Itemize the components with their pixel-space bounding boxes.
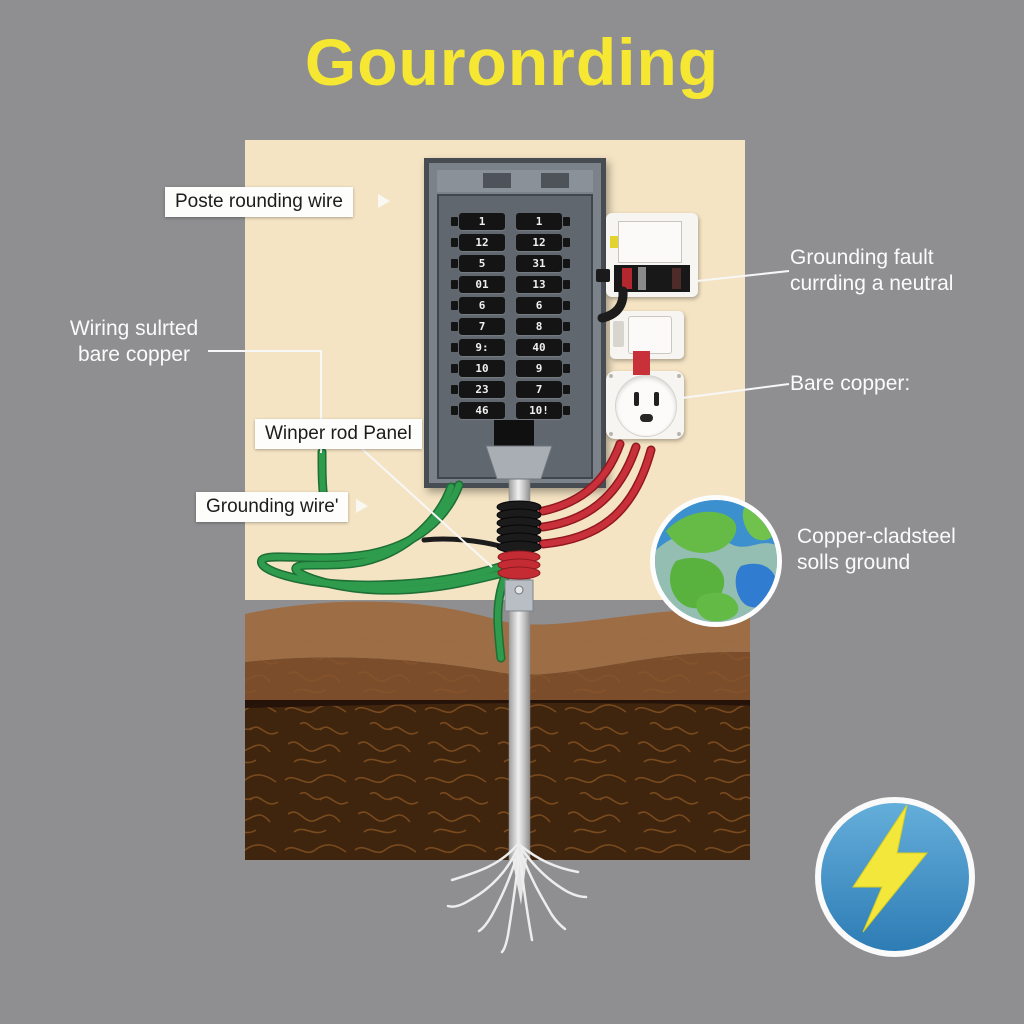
breaker-column-right: 1 12 31 13 6 8 40 9 7 10! — [516, 213, 570, 419]
soil-cross-section — [245, 601, 750, 860]
breaker-switch: 6 — [516, 297, 570, 314]
dark-wire-segment — [672, 268, 681, 289]
screw-icon — [609, 432, 613, 436]
breaker-switch: 12 — [451, 234, 505, 251]
breaker-column-left: 1 12 5 01 6 7 9: 10 23 46 — [451, 213, 505, 419]
panel-notch — [541, 173, 569, 188]
panel-notch — [483, 173, 511, 188]
breaker-switch: 5 — [451, 255, 505, 272]
gray-wire-segment — [638, 267, 646, 290]
outlet-slot — [654, 392, 659, 406]
label-winper-rod-panel: Winper rod Panel — [255, 419, 422, 449]
breaker-switch: 10! — [516, 402, 570, 419]
switch-rocker — [628, 316, 672, 354]
junction-box-cover — [618, 221, 682, 263]
breaker-switch: 10 — [451, 360, 505, 377]
page-title: Gouronrding — [304, 25, 720, 99]
breaker-switch: 7 — [451, 318, 505, 335]
breaker-switch: 6 — [451, 297, 505, 314]
breaker-switch: 13 — [516, 276, 570, 293]
breaker-switch: 01 — [451, 276, 505, 293]
label-copper-cladsteel: Copper-cladsteel solls ground — [797, 524, 956, 576]
label-bare-copper: Bare copper: — [790, 372, 911, 395]
root-tendrils — [446, 843, 588, 954]
black-lever — [596, 269, 610, 282]
label-line: currding a neutral — [790, 272, 954, 295]
breaker-switch: 31 — [516, 255, 570, 272]
screw-icon — [609, 374, 613, 378]
label-wiring-sulrted: Wiring sulrted bare copper — [58, 316, 210, 368]
breaker-switch: 1 — [451, 213, 505, 230]
panel-top-strip — [437, 170, 593, 192]
breaker-switch: 7 — [516, 381, 570, 398]
junction-box-wiring — [614, 265, 690, 292]
breaker-switch: 23 — [451, 381, 505, 398]
label-grounding-wire: Grounding wire' — [196, 492, 349, 522]
yellow-label-chip — [610, 236, 618, 248]
label-line: Copper-cladsteel — [797, 525, 956, 548]
label-line: solls ground — [797, 551, 911, 574]
junction-box-open — [596, 213, 698, 297]
outlet-slot — [634, 392, 639, 406]
outlet-face — [615, 375, 677, 437]
label-line: Grounding fault — [790, 246, 934, 269]
label-poste-rounding-wire: Poste rounding wire — [165, 187, 353, 217]
switch-side-shadow — [613, 321, 624, 347]
outlet-ground-hole — [640, 414, 653, 422]
breaker-switch: 46 — [451, 402, 505, 419]
breaker-switch: 1 — [516, 213, 570, 230]
screw-icon — [677, 374, 681, 378]
red-wire-segment — [622, 268, 632, 289]
lightning-bolt-icon — [815, 797, 975, 957]
breaker-switch: 8 — [516, 318, 570, 335]
breaker-switch: 9 — [516, 360, 570, 377]
round-outlet — [606, 371, 684, 439]
screw-icon — [677, 432, 681, 436]
breaker-switch: 9: — [451, 339, 505, 356]
label-line: bare copper — [77, 343, 191, 366]
label-line: Wiring sulrted — [69, 317, 199, 340]
breaker-switch: 40 — [516, 339, 570, 356]
breaker-switch: 12 — [516, 234, 570, 251]
wall-switch — [610, 311, 684, 359]
label-grounding-fault: Grounding fault currding a neutral — [790, 245, 953, 297]
